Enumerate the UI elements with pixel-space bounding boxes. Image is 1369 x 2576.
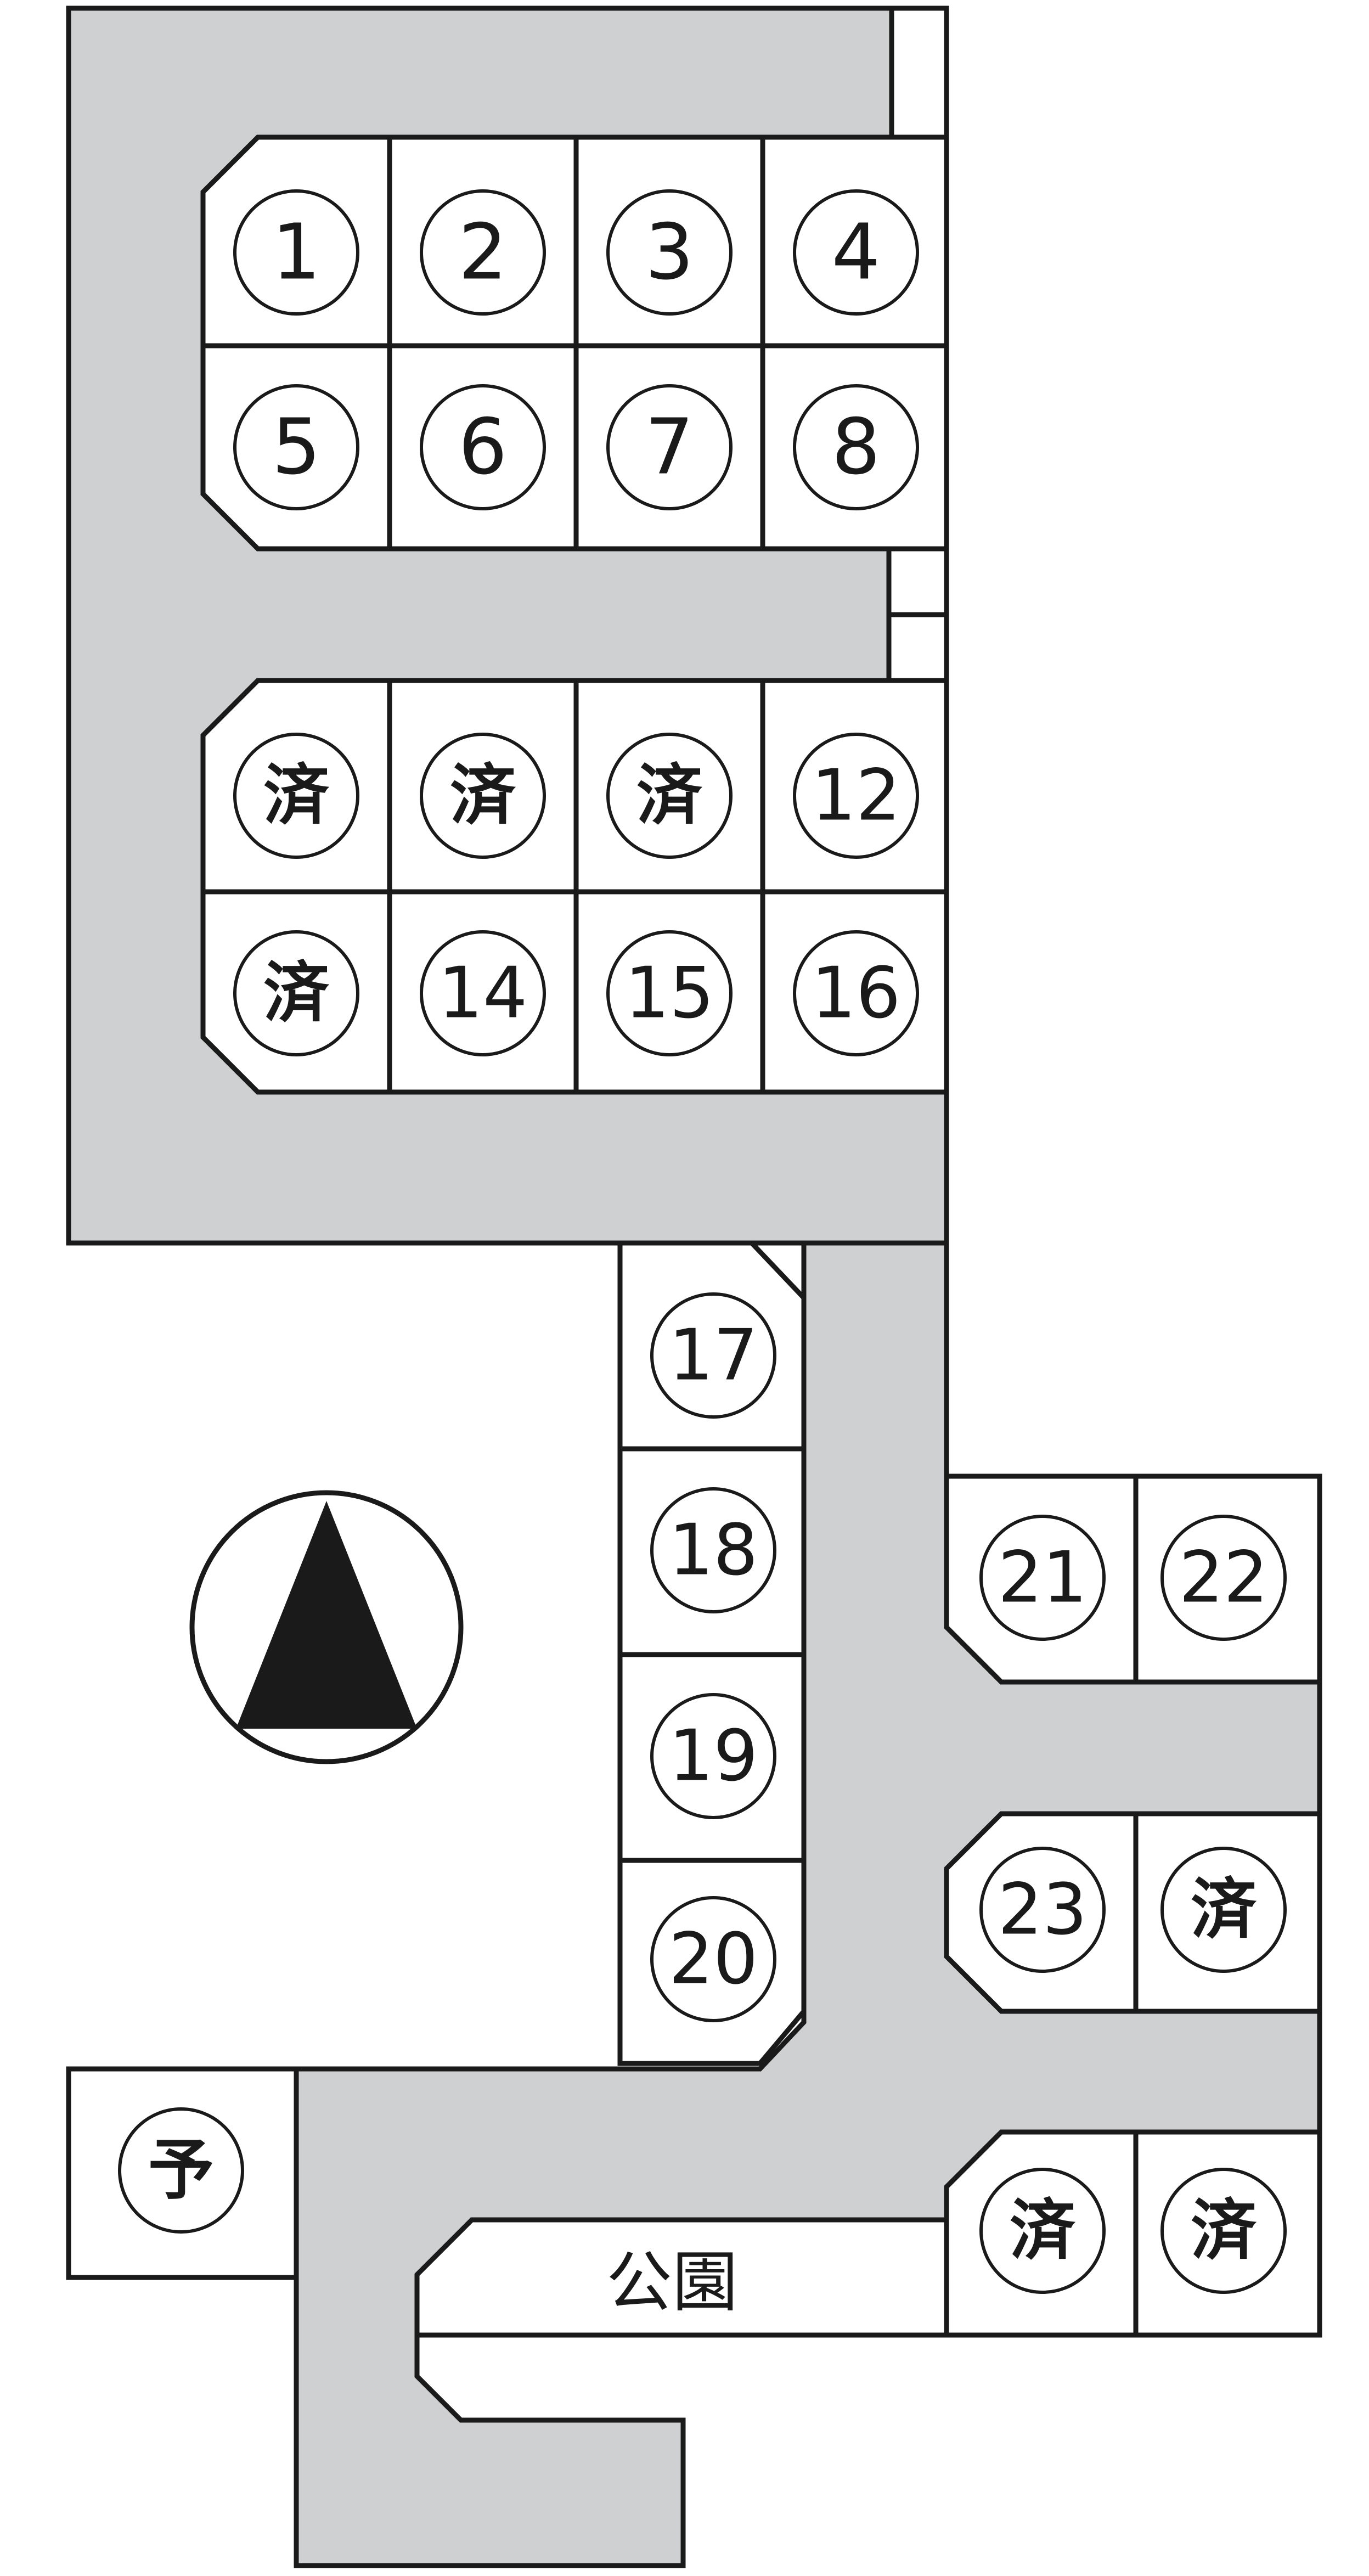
lot-12-label: 12 [812,755,901,837]
lot-6-label: 6 [458,403,507,492]
lot-25-label: 済 [1010,2193,1076,2269]
lot-4-label: 4 [831,208,880,297]
lot-16-badge[interactable]: 16 [793,930,919,1056]
lot-12-badge[interactable]: 12 [793,733,919,859]
lot-26-badge[interactable]: 済 [1160,2168,1287,2294]
lot-5-circle [233,384,359,510]
lot-23-badge[interactable]: 23 [979,1847,1106,1973]
lot-26-circle [1160,2168,1287,2294]
lot-9-circle [233,733,359,859]
lot-11-badge[interactable]: 済 [606,733,733,859]
lot-21-badge[interactable]: 21 [979,1515,1106,1641]
north-arrow-triangle [236,1501,417,1729]
lot-10-badge[interactable]: 済 [420,733,546,859]
lot-3-badge[interactable]: 3 [606,189,733,316]
lot-2-circle [420,189,546,316]
lot-11-circle [606,733,733,859]
block-f-outline [414,2129,1322,2338]
lot-14-badge[interactable]: 14 [420,930,546,1056]
lot-6-circle [420,384,546,510]
lot-23-circle [979,1847,1106,1973]
lot-13-circle [233,930,359,1056]
lot-4-circle [793,189,919,316]
lot-20-badge[interactable]: 20 [650,1896,776,2022]
lot-27-label: 予 [148,2133,214,2209]
lot-24-badge[interactable]: 済 [1160,1847,1287,1973]
lot-22-circle [1160,1515,1287,1641]
lot-3-circle [606,189,733,316]
top-right-strip [889,5,949,1243]
lot-18-circle [650,1487,776,1613]
lot-18-label: 18 [669,1510,758,1591]
lot-26-label: 済 [1191,2193,1257,2269]
lot-1-circle [233,189,359,316]
lot-20-circle [650,1896,776,2022]
lot-25-circle [979,2168,1106,2294]
lot-19-badge[interactable]: 19 [650,1693,776,1819]
lot-27-badge[interactable]: 予 [118,2107,244,2234]
block-c [617,1240,807,2066]
lot-14-label: 14 [438,953,528,1034]
lot-20-label: 20 [669,1919,758,2000]
lot-10-circle [420,733,546,859]
lot-10-label: 済 [450,758,516,834]
lot-25-badge[interactable]: 済 [979,2168,1106,2294]
lot-8-label: 8 [831,403,880,492]
lot-9-badge[interactable]: 済 [233,733,359,859]
lot-1-label: 1 [272,208,320,297]
lot-24-circle [1160,1847,1287,1973]
lot-17-circle [650,1292,776,1419]
lot-17-label: 17 [669,1315,758,1397]
lot-5-label: 5 [272,403,320,492]
block-f [414,2129,1322,2338]
lot-17-badge[interactable]: 17 [650,1292,776,1419]
lot-9-label: 済 [263,758,330,834]
lot-21-label: 21 [998,1537,1088,1619]
lot-15-label: 15 [625,953,714,1034]
lot-4-badge[interactable]: 4 [793,189,919,316]
lot-13-badge[interactable]: 済 [233,930,359,1056]
lot-5-badge[interactable]: 5 [233,384,359,510]
lot-13-label: 済 [263,955,330,1032]
lot-14-circle [420,930,546,1056]
north-arrow-icon [189,1490,464,1764]
lot-6-badge[interactable]: 6 [420,384,546,510]
lot-15-badge[interactable]: 15 [606,930,733,1056]
lot-18-badge[interactable]: 18 [650,1487,776,1613]
lot-21-circle [979,1515,1106,1641]
lot-15-circle [606,930,733,1056]
lot-19-circle [650,1693,776,1819]
lot-22-label: 22 [1179,1537,1269,1619]
lot-16-label: 16 [812,953,901,1034]
lot-7-circle [606,384,733,510]
lot-2-label: 2 [458,208,507,297]
lot-8-badge[interactable]: 8 [793,384,919,510]
lot-2-badge[interactable]: 2 [420,189,546,316]
lot-12-circle [793,733,919,859]
lot-27-circle [118,2107,244,2234]
lot-23-label: 23 [998,1869,1088,1951]
lot-8-circle [793,384,919,510]
lot-3-label: 3 [645,208,694,297]
lot-7-label: 7 [645,403,694,492]
road-bottom-outline [294,2277,683,2568]
lot-16-circle [793,930,919,1056]
lot-22-badge[interactable]: 22 [1160,1515,1287,1641]
lot-7-badge[interactable]: 7 [606,384,733,510]
lot-24-label: 済 [1191,1872,1257,1948]
lot-19-label: 19 [669,1716,758,1797]
lot-11-label: 済 [636,758,703,834]
park-label: 公園 [606,2245,738,2321]
lot-1-badge[interactable]: 1 [233,189,359,316]
